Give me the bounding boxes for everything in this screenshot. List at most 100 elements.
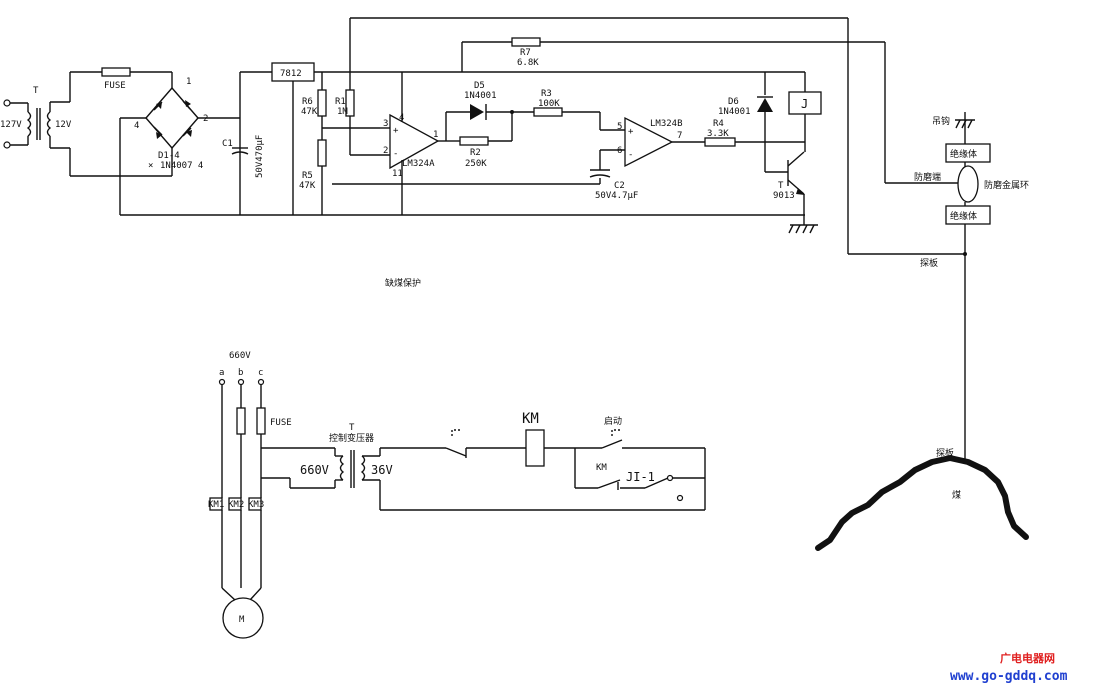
resistor-r2 xyxy=(459,136,489,146)
wear-ring xyxy=(957,165,979,203)
r7-value: 6.8K xyxy=(517,58,539,68)
circuit-caption: 缺煤保护 xyxy=(385,277,421,289)
op2-plus: + xyxy=(628,127,634,137)
start-button xyxy=(601,429,623,449)
op2-pin7: 7 xyxy=(677,131,682,141)
hook-icon xyxy=(955,112,975,144)
op1-plus: + xyxy=(393,126,399,136)
phase-c-label: c xyxy=(258,368,263,378)
watermark-line1: 广电电器网 xyxy=(1000,651,1055,665)
fuse-top xyxy=(101,67,131,77)
fuse-top-label: FUSE xyxy=(104,81,126,91)
d6-part: 1N4001 xyxy=(718,107,751,117)
bridge-node-4: 4 xyxy=(134,121,139,131)
insulator-top xyxy=(945,143,991,163)
control-transformer xyxy=(335,450,366,488)
r4-value: 3.3K xyxy=(707,129,729,139)
relay-contact-label: JI-1 xyxy=(626,470,655,484)
start-label: 启动 xyxy=(604,415,622,427)
r6-value: 47K xyxy=(301,107,318,117)
wear-end-label: 防磨端 xyxy=(914,171,941,183)
input-transformer xyxy=(26,108,52,140)
control-transformer-primary: 660V xyxy=(300,463,329,477)
r2-value: 250K xyxy=(465,159,487,169)
input-terminal-bottom xyxy=(3,141,11,149)
bottom-circuit: 660V a b c FUSE KM1 KM2 KM3 M xyxy=(208,351,706,639)
bridge-name: D1-4 xyxy=(158,151,180,161)
r2-name: R2 xyxy=(470,148,481,158)
probe-assembly: 吊钩 绝缘体 防磨端 防磨金属环 绝缘体 探板 探板 煤 xyxy=(815,112,1029,551)
insulator-bottom xyxy=(945,205,991,225)
insulator-top-label: 绝缘体 xyxy=(950,148,977,160)
resistor-r5 xyxy=(317,139,327,167)
op2-name: LM324B xyxy=(650,119,683,129)
relay-label: J xyxy=(801,97,808,111)
control-transformer-name: T xyxy=(349,423,355,433)
resistor-r7 xyxy=(511,37,541,47)
diode-d6 xyxy=(757,96,773,112)
c2-value: 50V4.7μF xyxy=(595,191,638,201)
bottom-fuse-label: FUSE xyxy=(270,418,292,428)
transistor-name: T xyxy=(778,181,784,191)
ground-symbol xyxy=(788,224,818,234)
r6-name: R6 xyxy=(302,97,313,107)
control-transformer-label: 控制变压器 xyxy=(329,432,374,444)
c1-value: 50V470μF xyxy=(255,135,265,178)
r7-name: R7 xyxy=(520,48,531,58)
r5-value: 47K xyxy=(299,181,316,191)
hold-contact-label: KM xyxy=(596,463,607,473)
hook-label: 吊钩 xyxy=(932,115,950,127)
op1-name: LM324A xyxy=(402,159,435,169)
capacitor-c2 xyxy=(589,169,611,178)
insulator-bottom-label: 绝缘体 xyxy=(950,210,977,222)
op2-pin5: 5 xyxy=(617,122,622,132)
c1-name: C1 xyxy=(222,139,233,149)
relay-contact-j1 xyxy=(644,474,684,502)
r3-value: 100K xyxy=(538,99,560,109)
bridge-part: 1N4007 4 xyxy=(160,161,203,171)
wear-ring-label: 防磨金属环 xyxy=(984,179,1029,191)
resistor-r3 xyxy=(533,107,563,117)
motor-label: M xyxy=(239,615,245,625)
km-hold-contact xyxy=(597,479,621,490)
bridge-node-2: 2 xyxy=(203,114,208,124)
phase-a-label: a xyxy=(219,368,224,378)
phase-b-label: b xyxy=(238,368,243,378)
op1-pin3: 3 xyxy=(383,119,388,129)
contact-km2 xyxy=(228,497,242,511)
r4-name: R4 xyxy=(713,119,724,129)
transformer-secondary-label: 12V xyxy=(55,120,72,130)
contact-km1 xyxy=(209,497,223,511)
control-transformer-secondary: 36V xyxy=(371,463,393,477)
d5-part: 1N4001 xyxy=(464,91,497,101)
bridge-rectifier xyxy=(145,87,199,149)
opamp-lm324b xyxy=(624,116,674,168)
stop-switch xyxy=(445,429,467,458)
capacitor-c1 xyxy=(231,147,249,155)
d6-name: D6 xyxy=(728,97,739,107)
r1-value: 1M xyxy=(337,107,348,117)
r3-name: R3 xyxy=(541,89,552,99)
c2-name: C2 xyxy=(614,181,625,191)
d5-name: D5 xyxy=(474,81,485,91)
transformer-name: T xyxy=(33,86,39,96)
resistor-r4 xyxy=(704,137,736,147)
transistor-part: 9013 xyxy=(773,191,795,201)
transistor-9013 xyxy=(787,151,805,195)
bridge-node-1: 1 xyxy=(186,77,191,87)
watermark-line2: www.go-gddq.com xyxy=(950,669,1068,684)
diode-d5 xyxy=(470,104,487,120)
resistor-r6 xyxy=(317,89,327,117)
op1-pin11: 11 xyxy=(392,169,403,179)
fuse-phase-c xyxy=(256,407,266,435)
op2-minus: - xyxy=(628,150,633,160)
contact-km3 xyxy=(248,497,262,511)
opamp-lm324a xyxy=(389,113,440,170)
op2-pin6: 6 xyxy=(617,146,622,156)
coil-label: KM xyxy=(522,411,539,427)
r5-name: R5 xyxy=(302,171,313,181)
motor-m xyxy=(222,597,264,639)
km-coil xyxy=(525,429,545,467)
fuse-phase-b xyxy=(236,407,246,435)
